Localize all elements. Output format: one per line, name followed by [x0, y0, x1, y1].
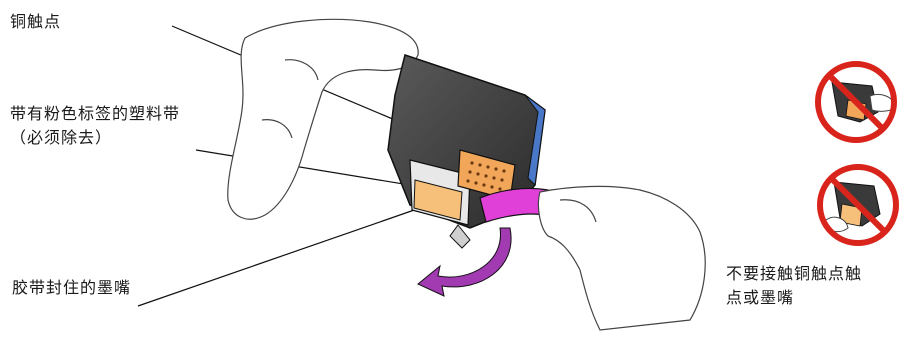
left-hand-icon [228, 19, 418, 219]
sealed-nozzles-leader [138, 208, 420, 306]
no-touch-icon [816, 163, 900, 247]
no-touch-icon [814, 60, 898, 144]
right-hand-icon [538, 186, 705, 330]
print-cartridge-icon [388, 55, 545, 248]
